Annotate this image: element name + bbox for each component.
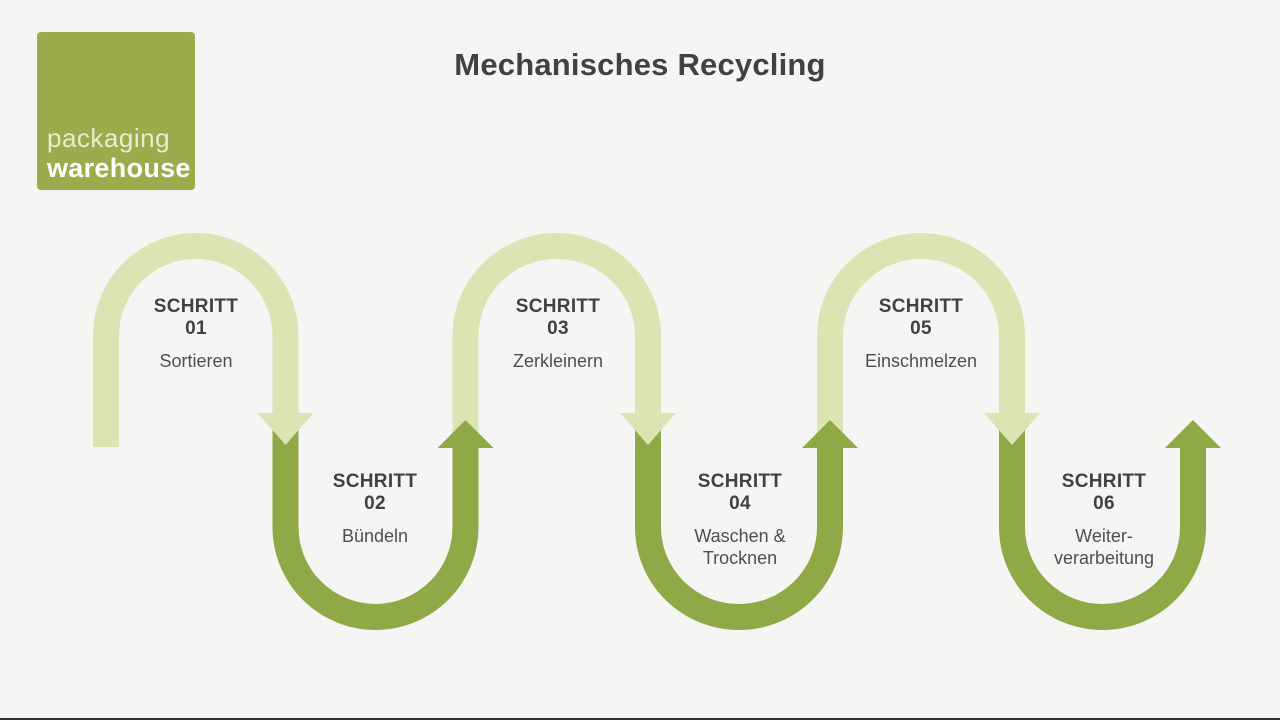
step-word: SCHRITT: [878, 296, 964, 317]
page-title: Mechanisches Recycling: [454, 47, 826, 82]
process-flow-graphic: [93, 233, 1221, 630]
step-number: 01: [185, 318, 207, 339]
arrow-up-icon: [437, 420, 494, 448]
step-title: SCHRITT 02: [310, 471, 440, 515]
logo-text: packaging warehouse: [47, 123, 191, 183]
step-title: SCHRITT 03: [493, 296, 623, 340]
step-word: SCHRITT: [1061, 471, 1147, 492]
step-name: Zerkleinern: [512, 351, 604, 371]
step-title: SCHRITT 05: [856, 296, 986, 340]
step-name: Sortieren: [159, 351, 233, 371]
step-name: Einschmelzen: [864, 351, 978, 371]
step-number: 05: [910, 318, 932, 339]
step-label-03: SCHRITT 03 Zerkleinern: [493, 296, 623, 372]
arrow-up-icon: [1165, 420, 1221, 448]
bottom-edge-line: [0, 718, 1280, 720]
step-number: 03: [547, 318, 569, 339]
step-name: Bündeln: [341, 526, 409, 546]
step-number: 02: [364, 493, 386, 514]
logo-brand-line1: packaging: [47, 123, 171, 153]
step-label-02: SCHRITT 02 Bündeln: [310, 471, 440, 547]
arc-step-06: [999, 430, 1206, 630]
step-word: SCHRITT: [697, 471, 783, 492]
arc-step-04: [635, 430, 843, 630]
packaging-warehouse-logo: packaging warehouse: [37, 32, 195, 190]
step-title: SCHRITT 01: [131, 296, 261, 340]
arrow-down-icon: [984, 413, 1040, 445]
step-word: SCHRITT: [153, 296, 239, 317]
arc-step-05: [817, 233, 1025, 452]
step-word: SCHRITT: [332, 471, 418, 492]
step-label-05: SCHRITT 05 Einschmelzen: [856, 296, 986, 372]
step-number: 04: [729, 493, 751, 514]
step-name: Weiter-verarbeitung: [1053, 526, 1155, 568]
step-number: 06: [1093, 493, 1115, 514]
arrow-up-icon: [802, 420, 858, 448]
arc-step-02: [272, 430, 479, 630]
arc-step-01: [93, 233, 299, 447]
step-name: Waschen & Trocknen: [694, 526, 786, 568]
step-title: SCHRITT 04: [675, 471, 805, 515]
step-word: SCHRITT: [515, 296, 601, 317]
step-title: SCHRITT 06: [1039, 471, 1169, 515]
arrow-down-icon: [620, 413, 676, 445]
logo-brand-line2: warehouse: [47, 153, 191, 183]
step-label-06: SCHRITT 06 Weiter-verarbeitung: [1039, 471, 1169, 569]
step-label-01: SCHRITT 01 Sortieren: [131, 296, 261, 372]
arc-step-03: [452, 233, 661, 452]
step-label-04: SCHRITT 04 Waschen & Trocknen: [675, 471, 805, 569]
arrow-down-icon: [257, 413, 314, 445]
